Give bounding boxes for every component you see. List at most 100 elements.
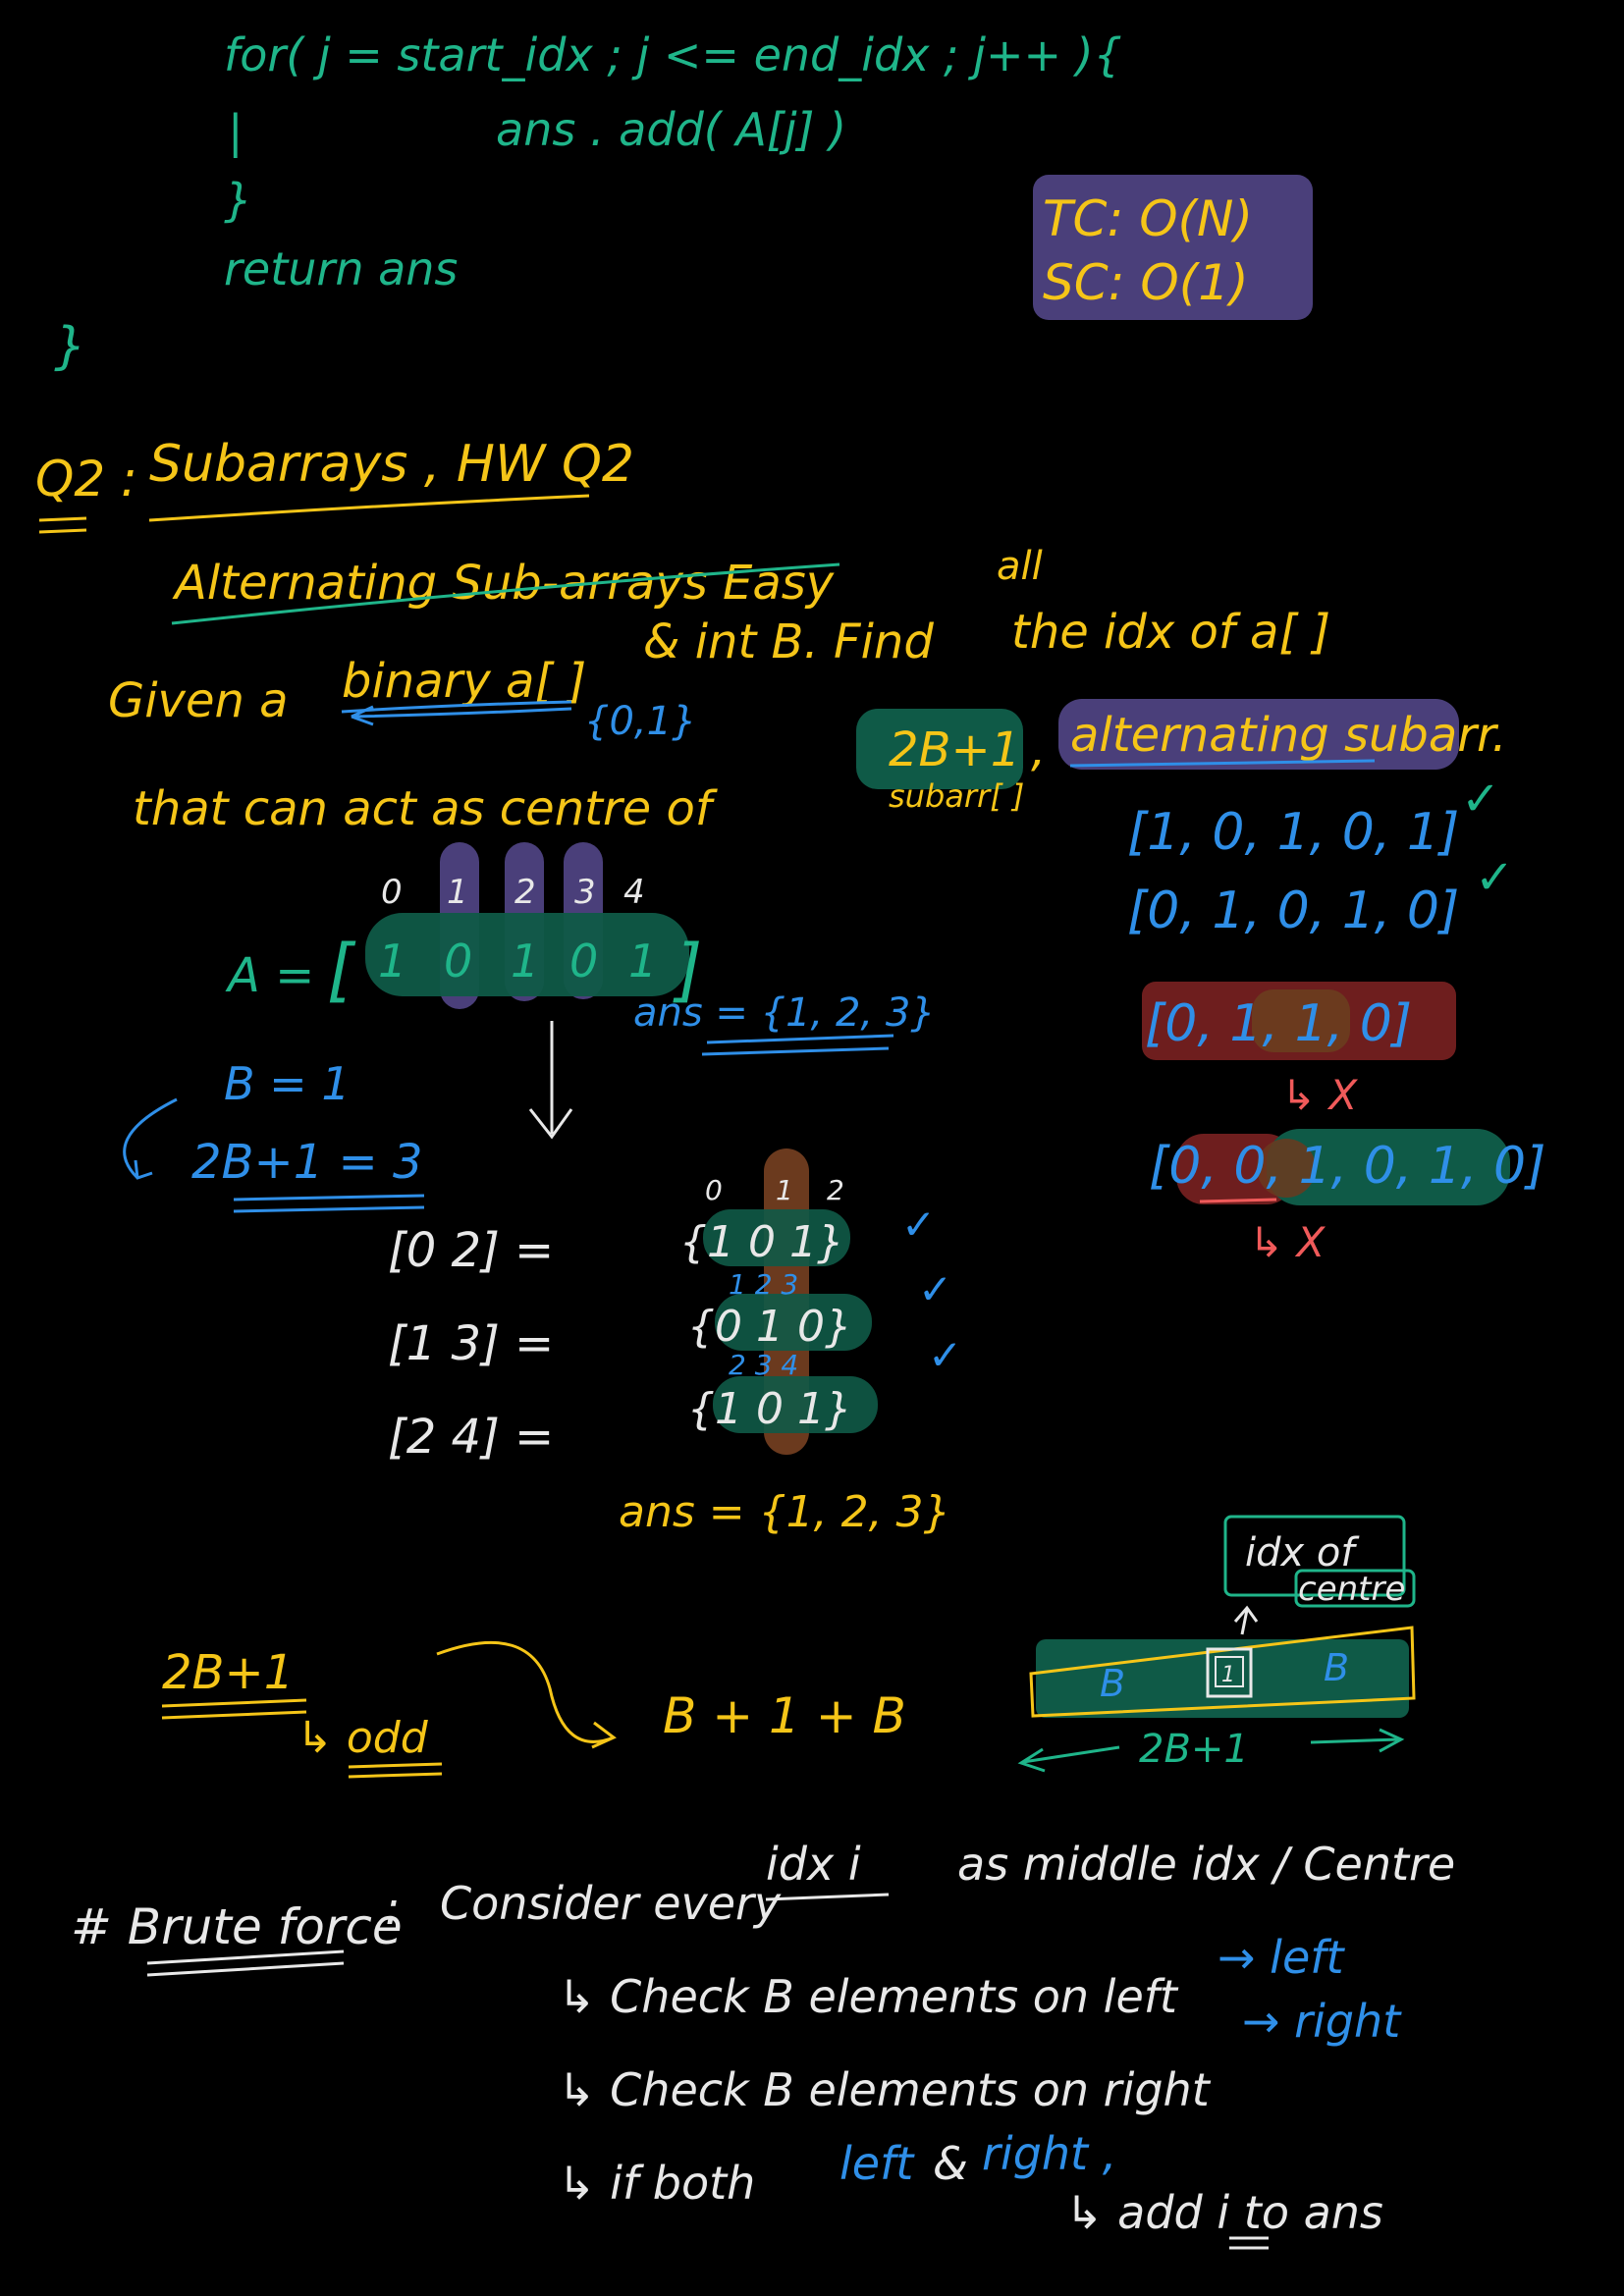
side-example-1: [1, 0, 1, 0, 1] (1127, 803, 1459, 862)
left-b-label: B (1100, 1662, 1125, 1705)
index-4: 4 (623, 873, 645, 912)
box-2b1-highlight (856, 709, 1023, 789)
window-vals-3: {1 0 1} (687, 1384, 852, 1434)
brute-underline-1 (146, 1949, 345, 1965)
q2-underline-1 (38, 516, 87, 522)
centre-pointer-head (1233, 1605, 1259, 1623)
span-label: 2B+1 (1139, 1727, 1249, 1772)
alt-subarr-underline (1069, 759, 1376, 768)
row-highlight (365, 913, 689, 996)
invalid-example-2-underline (1199, 1198, 1277, 1203)
window-idx-3: 2 3 4 (729, 1349, 798, 1381)
index-1: 1 (447, 873, 468, 912)
brute-force-title: # Brute force (71, 1898, 403, 1955)
right-word: right , (982, 2127, 1116, 2180)
subarray-bar-outline (1029, 1626, 1416, 1718)
a-value-0: 1 (378, 934, 406, 988)
b-plus-1-plus-b: B + 1 + B (663, 1687, 906, 1744)
problem-statement: all Given a binary a[ ] & int B. Find th… (108, 544, 1507, 836)
side-check-2: ✓ (1475, 850, 1514, 905)
centre-of-text: that can act as centre of (133, 781, 718, 836)
consider-idx: idx i (766, 1838, 861, 1891)
time-complexity: TC: O(N) (1043, 190, 1253, 247)
binary-arrow (351, 705, 572, 726)
side-check-1: ✓ (1461, 772, 1500, 827)
alt-subarr-text: alternating subarr. (1070, 708, 1507, 763)
window-vals-2: {0 1 0} (687, 1302, 852, 1352)
add-to-ans-line: ↳ add i to ans (1065, 2186, 1383, 2239)
odd-underline-2 (348, 1772, 443, 1779)
a-close-bracket: ] (673, 930, 702, 1010)
odd-curve-arrow (436, 1640, 617, 1749)
complexity-highlight (1033, 175, 1313, 320)
given-text: Given a (108, 673, 289, 728)
consider-idx-underline (765, 1893, 890, 1901)
odd-expr-underline-2 (161, 1710, 307, 1720)
side-examples: [1, 0, 1, 0, 1] ✓ [0, 1, 0, 1, 0] ✓ [0, … (1127, 772, 1545, 1266)
q2-label: Q2 : (35, 451, 137, 507)
centre-diagram: idx of centre B 1 B 2B+1 (1017, 1515, 1416, 1773)
centre-pointer-shaft (1240, 1609, 1249, 1635)
odd-section: 2B+1 ↳ odd B + 1 + B (161, 1640, 906, 1779)
int-b-text: & int B. Find (643, 614, 934, 669)
window-row-highlight-2 (715, 1294, 872, 1351)
sub-index-0: 0 (705, 1174, 723, 1206)
twob-underline-1 (233, 1194, 425, 1201)
q2-subtitle: Alternating Sub-arrays Easy (172, 556, 835, 611)
window-check-3: ✓ (928, 1331, 962, 1379)
subarr-note: subarr[ ] (889, 777, 1024, 815)
box-2b1: 2B+1 (889, 722, 1020, 777)
a-value-1: 0 (444, 934, 472, 988)
centre-label: centre (1298, 1570, 1405, 1609)
space-complexity: SC: O(1) (1043, 254, 1249, 311)
example-array: 0 1 2 3 4 A = [ 1 0 1 0 1 ] ans = {1, 2,… (123, 842, 936, 1213)
comma: , (1031, 722, 1046, 777)
q2-title: Subarrays , HW Q2 (149, 435, 634, 494)
span-arrow-right (1310, 1737, 1400, 1744)
consider-text: Consider every (440, 1877, 782, 1930)
a-value-2: 1 (511, 934, 539, 988)
a-value-3: 0 (569, 934, 598, 988)
window-check-1: ✓ (901, 1201, 936, 1249)
side-example-3: [0, 1, 1, 0] (1145, 994, 1412, 1053)
left-word: left (839, 2137, 915, 2190)
for-loop-line: for( j = start_idx ; j <= end_idx ; j++ … (224, 28, 1122, 81)
index-3: 3 (574, 873, 596, 912)
if-both-line: ↳ if both (558, 2157, 755, 2210)
centre-cell (1206, 1647, 1253, 1698)
windows-table: 0 1 2 [0 2] = {1 0 1} ✓ 1 2 3 [1 3] = {0… (388, 1148, 962, 1537)
return-line: return ans (224, 242, 458, 295)
span-arrow-right-head (1379, 1728, 1405, 1753)
window-range-1: [0 2] = (388, 1223, 554, 1278)
centre-cell-inner (1215, 1656, 1244, 1687)
sub-index-1: 1 (776, 1174, 793, 1206)
span-arrow-left-head (1017, 1747, 1046, 1773)
arrow-right-label: → right (1242, 1995, 1402, 2048)
window-idx-2: 1 2 3 (729, 1268, 798, 1301)
complexity-box: TC: O(N) SC: O(1) (1033, 175, 1313, 320)
example-ans: ans = {1, 2, 3} (633, 990, 936, 1036)
span-arrow-left (1022, 1745, 1120, 1764)
right-b-label: B (1324, 1646, 1349, 1689)
sub-index-2: 2 (827, 1174, 844, 1206)
side-example-2: [0, 1, 0, 1, 0] (1127, 881, 1459, 940)
find-tail-text: the idx of a[ ] (1011, 605, 1330, 660)
window-vals-1: {1 0 1} (679, 1217, 844, 1267)
window-check-2: ✓ (918, 1265, 952, 1313)
windows-ans: ans = {1, 2, 3} (619, 1487, 951, 1537)
twob-underline-2 (233, 1205, 425, 1213)
code-block: for( j = start_idx ; j <= end_idx ; j++ … (54, 28, 1122, 376)
side-cross-1: ↳ X (1281, 1071, 1359, 1119)
invalid-pair-highlight-2 (1257, 1139, 1316, 1198)
a-value-4: 1 (628, 934, 657, 988)
q2-underline-2 (38, 528, 87, 534)
twob-equals: 2B+1 = 3 (191, 1135, 423, 1190)
odd-expr: 2B+1 (162, 1645, 294, 1700)
consider-rest: as middle idx / Centre (957, 1838, 1455, 1891)
window-range-3: [2 4] = (388, 1410, 554, 1465)
alt-subarr-highlight (1058, 699, 1459, 770)
down-arrow-head (528, 1108, 573, 1140)
q2-title-underline (148, 494, 590, 522)
brute-underline-2 (146, 1961, 345, 1977)
